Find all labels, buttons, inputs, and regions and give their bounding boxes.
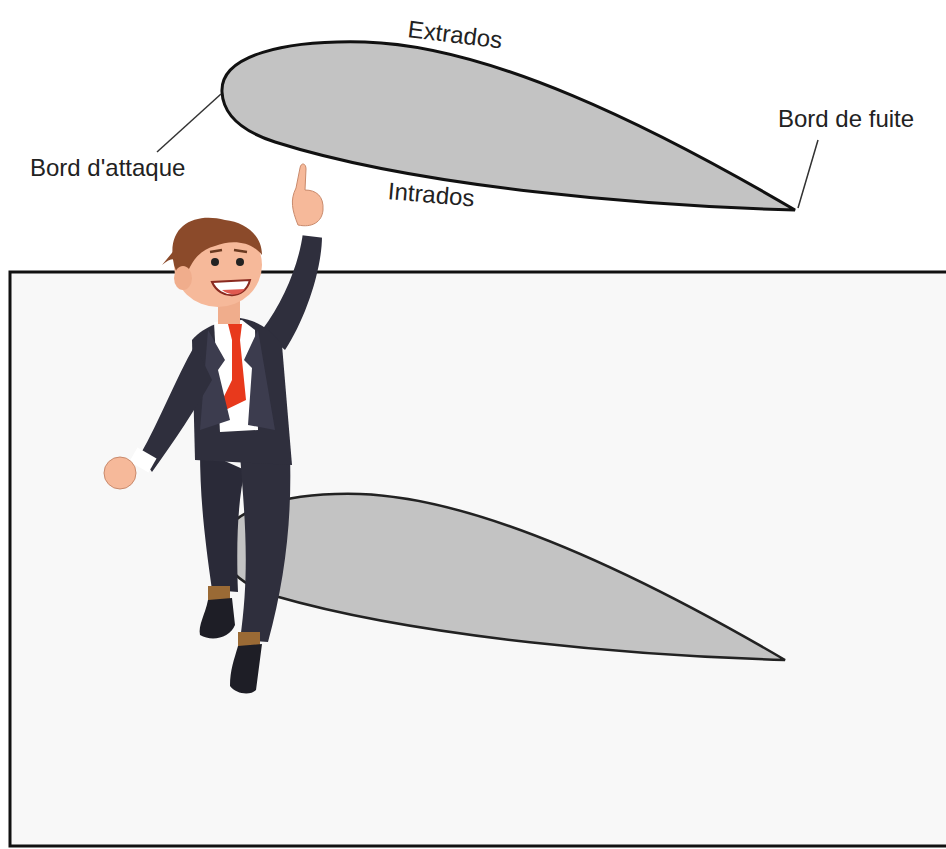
panel — [10, 272, 946, 846]
part-label: Bord d'attaque — [30, 155, 185, 181]
leader-line — [157, 94, 221, 152]
part-label: Intrados — [387, 178, 476, 212]
leader-line — [798, 140, 818, 208]
part-label: Bord de fuite — [778, 106, 914, 132]
airfoil — [222, 42, 795, 210]
cartoon-man — [104, 164, 325, 694]
airfoil — [222, 494, 785, 660]
